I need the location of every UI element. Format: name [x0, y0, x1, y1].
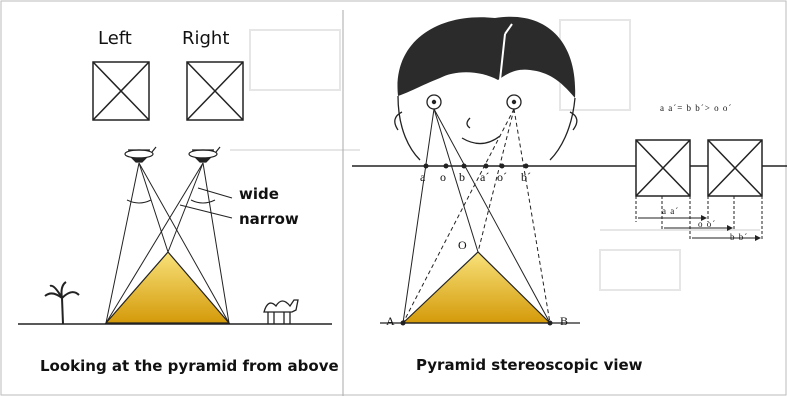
- narrow-label: narrow: [237, 210, 301, 228]
- right-eye-sight-lines: [402, 108, 551, 324]
- stereo-right-square: [707, 139, 763, 197]
- point-b-base: [547, 320, 553, 326]
- right-camera-label: Right: [182, 28, 230, 49]
- left-pyramid: [104, 251, 231, 324]
- base-right-label: B: [560, 314, 569, 328]
- dimension-oo-label: o o´: [698, 219, 717, 229]
- right-airplane-icon: [188, 146, 221, 163]
- dimension-arrows: [638, 215, 761, 241]
- face: [394, 95, 578, 161]
- stereo-left-square: [635, 139, 691, 197]
- right-pyramid: [401, 251, 552, 324]
- point-label-o-prime: o´: [497, 170, 507, 184]
- wide-narrow-pointers: [179, 187, 233, 219]
- right-photo-frame: [186, 61, 244, 121]
- right-caption: Pyramid stereoscopic view: [416, 356, 643, 374]
- left-caption: Looking at the pyramid from above: [40, 357, 339, 375]
- right-eye-icon: [506, 94, 522, 110]
- dimension-bb-label: b b´: [730, 232, 749, 242]
- hair-part: [499, 23, 513, 81]
- left-photo-frame: [92, 61, 150, 121]
- stereo-formula: a a´= b b´> o o´: [660, 103, 733, 113]
- left-sight-lines: [105, 162, 230, 324]
- hair: [397, 16, 576, 98]
- dimension-aa-label: a a´: [662, 206, 680, 216]
- point-label-b-prime: b´: [521, 170, 531, 184]
- point-label-a: a: [420, 170, 426, 184]
- image-plane-points: [423, 163, 529, 169]
- point-a-base: [400, 320, 406, 326]
- left-eye-sight-lines: [402, 108, 551, 324]
- left-eye-icon: [426, 94, 442, 110]
- left-airplane-icon: [124, 146, 157, 163]
- apex-label: O: [458, 238, 467, 252]
- point-label-b: b: [459, 170, 465, 184]
- point-label-a-prime: a´: [480, 170, 490, 184]
- base-left-label: A: [386, 314, 395, 328]
- palm-tree-icon: [44, 281, 80, 325]
- point-label-o: o: [440, 170, 446, 184]
- left-camera-label: Left: [98, 28, 132, 49]
- wide-label: wide: [237, 185, 281, 203]
- camel-icon: [263, 299, 299, 324]
